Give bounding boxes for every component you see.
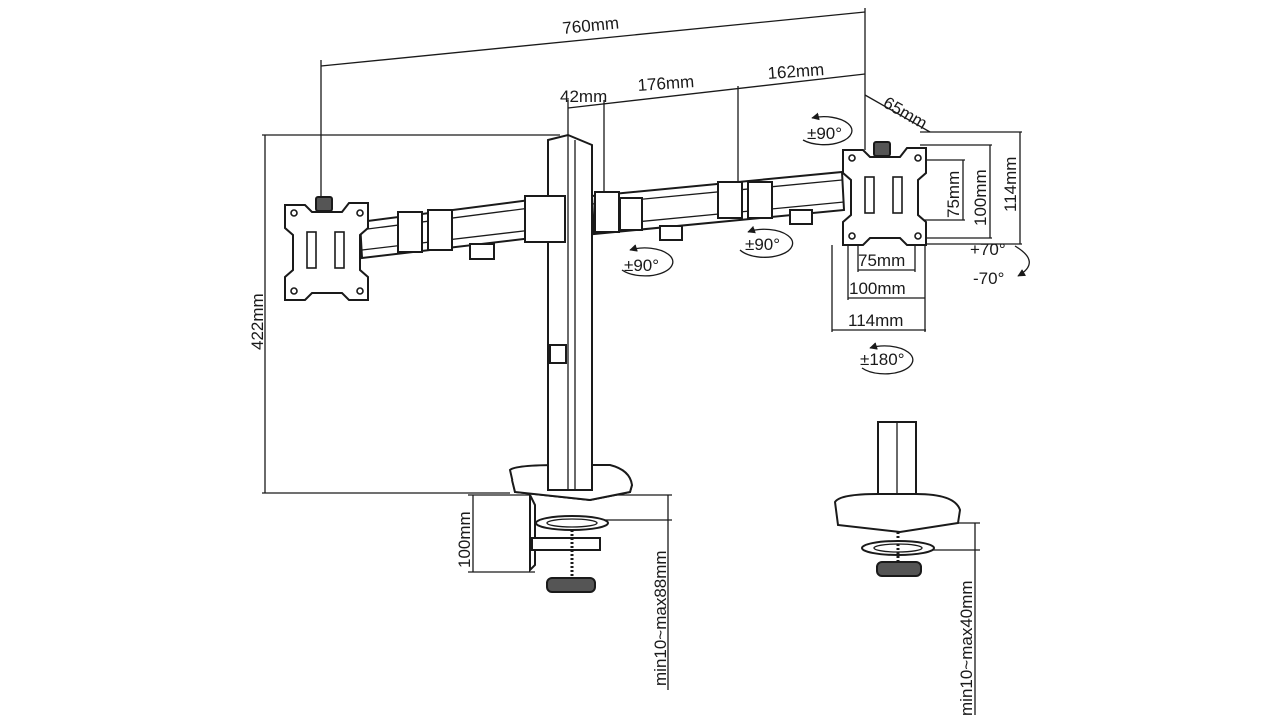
label-tilt-down: -70° — [973, 269, 1004, 288]
label-arm-left-swivel: ±90° — [624, 256, 659, 275]
dimension-labels: 760mm 42mm 176mm 162mm 65mm 422mm 75mm 1… — [248, 13, 1020, 716]
vesa-plate-right — [842, 141, 927, 246]
label-vesa-depth: 65mm — [880, 93, 930, 133]
grommet-detail — [833, 421, 962, 577]
rotation-indicators — [621, 112, 1030, 375]
label-arm-outer: 162mm — [767, 60, 825, 83]
label-arm-inner: 176mm — [637, 72, 695, 95]
label-vesa-75-h: 75mm — [858, 251, 905, 270]
arm-segments — [358, 170, 846, 260]
dimension-lines — [262, 8, 1022, 715]
label-vesa-114-v: 114mm — [1001, 157, 1020, 212]
label-vesa-75-v: 75mm — [944, 171, 963, 218]
label-total-width: 760mm — [562, 13, 620, 38]
label-rotate: ±180° — [860, 350, 905, 369]
label-clamp-range: min10~max88mm — [651, 550, 670, 686]
label-offset-pole: 42mm — [560, 87, 607, 106]
label-top-swivel: ±90° — [807, 124, 842, 143]
label-height: 422mm — [248, 293, 267, 350]
label-vesa-114-h: 114mm — [848, 311, 903, 330]
label-vesa-100-v: 100mm — [971, 169, 990, 226]
label-arm-right-swivel: ±90° — [745, 235, 780, 254]
vesa-plate-left — [284, 196, 369, 301]
rotation-labels: ±90° ±90° ±90° +70° -70° ±180° — [624, 124, 1006, 369]
label-vesa-100-h: 100mm — [849, 279, 906, 298]
label-clamp-height: 100mm — [455, 511, 474, 568]
pole-assembly — [508, 133, 634, 593]
label-tilt-up: +70° — [970, 240, 1006, 259]
label-grommet-range: min10~max40mm — [957, 580, 976, 716]
